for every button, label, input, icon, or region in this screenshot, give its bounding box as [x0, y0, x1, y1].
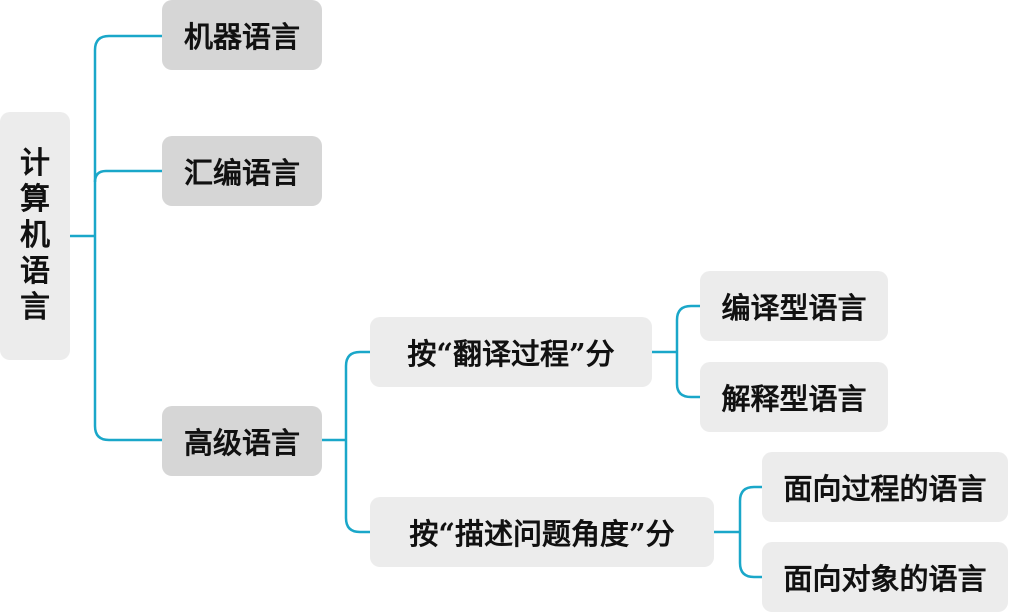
node-label: 编译型语言 — [721, 291, 867, 325]
node-by-translation: 按“翻译过程”分 — [370, 317, 652, 387]
node-label: 机器语言 — [183, 20, 300, 54]
node-compiled-language: 编译型语言 — [700, 271, 888, 341]
root-char: 计 — [20, 146, 50, 181]
connector-perspective-to-oo — [738, 532, 762, 579]
connector-perspective-to-procedural — [738, 485, 762, 532]
connector-root-to-high — [93, 236, 162, 442]
node-high-level-language: 高级语言 — [162, 406, 322, 476]
connector-root-to-assembly — [93, 169, 162, 183]
node-label: 按“描述问题角度”分 — [409, 517, 675, 551]
node-label: 汇编语言 — [183, 156, 300, 190]
root-char: 语 — [20, 254, 50, 289]
connector-translation-to-interpreted — [675, 352, 700, 399]
root-char: 言 — [20, 290, 50, 325]
node-procedural-language: 面向过程的语言 — [762, 452, 1008, 522]
node-label: 面向对象的语言 — [783, 562, 987, 596]
node-interpreted-language: 解释型语言 — [700, 362, 888, 432]
connector-high-to-perspective — [344, 440, 370, 534]
connector-root-to-machine — [93, 34, 162, 236]
node-by-perspective: 按“描述问题角度”分 — [370, 497, 714, 567]
root-char: 机 — [20, 218, 50, 253]
node-object-oriented-language: 面向对象的语言 — [762, 542, 1008, 612]
root-node: 计 算 机 语 言 — [0, 112, 70, 360]
node-label: 按“翻译过程”分 — [407, 337, 615, 371]
node-assembly-language: 汇编语言 — [162, 136, 322, 206]
node-label: 面向过程的语言 — [783, 472, 987, 506]
connector-translation-to-compiled — [675, 304, 700, 352]
root-char: 算 — [20, 182, 50, 217]
node-machine-language: 机器语言 — [162, 0, 322, 70]
connector-high-to-translation — [344, 350, 370, 440]
node-label: 高级语言 — [183, 426, 300, 460]
node-label: 解释型语言 — [721, 382, 867, 416]
